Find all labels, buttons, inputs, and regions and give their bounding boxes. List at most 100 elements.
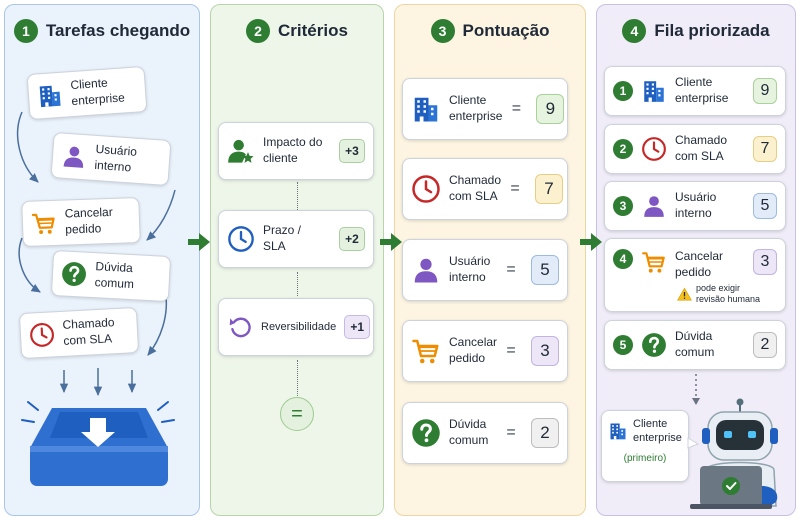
person-icon <box>411 255 441 285</box>
criterion-card: Impacto do cliente +3 <box>218 122 374 180</box>
task-card: Chamado com SLA <box>18 306 140 360</box>
review-note: pode exigir revisão humana <box>677 283 760 306</box>
queue-item: 4 Cancelar pedido 3 pode exigir revisão … <box>604 238 786 312</box>
score-value: 2 <box>531 418 559 448</box>
task-label: Cancelar pedido <box>64 205 113 237</box>
task-card: Cliente enterprise <box>26 65 148 121</box>
building-icon <box>608 421 628 441</box>
shopping-cart-icon <box>641 249 667 275</box>
score-value: 5 <box>531 255 559 285</box>
clock-icon <box>227 225 255 253</box>
task-card: Dúvida comum <box>50 249 172 303</box>
task-card: Usuário interno <box>50 131 172 187</box>
queue-label: Cancelar pedido <box>675 249 724 279</box>
rank-badge: 4 <box>613 249 633 269</box>
equals-sign: = <box>506 424 516 441</box>
connector-dots <box>297 272 298 296</box>
equals-sign: = <box>511 100 522 117</box>
queue-label: Dúvida comum <box>675 329 715 359</box>
arrow-right-icon <box>580 233 602 251</box>
rank-badge: 1 <box>613 81 633 101</box>
connector-dots <box>297 182 298 210</box>
building-icon <box>641 78 667 104</box>
score-value: 7 <box>535 174 564 204</box>
incoming-flow-arrows <box>16 111 176 486</box>
queue-item: 2 Chamado com SLA 7 <box>604 124 786 174</box>
equals-sign: = <box>510 180 520 197</box>
arrow-right-icon <box>380 233 402 251</box>
score-card: Dúvida comum = 2 <box>402 402 568 464</box>
person-icon <box>60 143 88 171</box>
shopping-cart-icon <box>31 210 58 237</box>
score-card: Cliente enterprise = 9 <box>402 78 568 140</box>
clock-icon <box>641 136 667 162</box>
panel-header: 2 Critérios <box>211 19 383 43</box>
score-label: Cancelar pedido <box>449 335 498 365</box>
equals-sign: = <box>506 342 516 359</box>
connector-dots <box>297 360 298 396</box>
score-value: 5 <box>753 193 777 219</box>
task-card: Cancelar pedido <box>21 196 141 248</box>
criterion-label: Impacto do cliente <box>263 135 323 165</box>
panel-title: Fila priorizada <box>654 21 770 40</box>
score-value: 3 <box>753 249 777 275</box>
panel-header: 4 Fila priorizada <box>597 19 795 43</box>
question-circle-icon <box>641 332 667 358</box>
bubble-row: Cliente enterprise <box>608 417 682 446</box>
step-number-badge: 4 <box>622 19 647 43</box>
criterion-card: Reversibilidade +1 <box>218 298 374 356</box>
inbox-tray-icon <box>21 401 175 486</box>
score-label: Cliente enterprise <box>449 93 503 123</box>
criterion-label: Reversibilidade <box>261 320 337 333</box>
weight-badge: +1 <box>344 315 371 339</box>
queue-label: Cliente enterprise <box>675 75 729 105</box>
step-number-badge: 1 <box>13 19 38 43</box>
score-label: Dúvida comum <box>449 417 489 447</box>
task-label: Dúvida comum <box>94 259 135 292</box>
clock-icon <box>28 321 55 348</box>
weight-badge: +3 <box>339 139 365 163</box>
criterion-card: Prazo / SLA +2 <box>218 210 374 268</box>
building-icon <box>36 82 64 110</box>
sum-equals-circle: = <box>280 397 314 431</box>
queue-item: 5 Dúvida comum 2 <box>604 320 786 370</box>
queue-item: 3 Usuário interno 5 <box>604 181 786 231</box>
rank-badge: 5 <box>613 335 633 355</box>
panel-header: 3 Pontuação <box>395 19 585 43</box>
agent-speech-bubble: Cliente enterprise (primeiro) <box>601 410 689 482</box>
criterion-label: Prazo / SLA <box>263 223 302 253</box>
queue-label: Chamado com SLA <box>675 133 728 163</box>
task-label: Usuário interno <box>94 142 138 175</box>
panel-title: Pontuação <box>462 21 550 40</box>
step-number-badge: 3 <box>430 19 455 43</box>
panel-title: Critérios <box>278 21 348 40</box>
warning-icon <box>677 287 692 302</box>
score-value: 2 <box>753 332 777 358</box>
task-label: Chamado com SLA <box>62 315 115 348</box>
bubble-sub: (primeiro) <box>623 452 667 464</box>
shopping-cart-icon <box>411 336 441 366</box>
score-card: Cancelar pedido = 3 <box>402 320 568 382</box>
score-value: 7 <box>753 136 777 162</box>
person-star-icon <box>227 137 255 165</box>
score-label: Usuário interno <box>449 254 491 284</box>
arrow-right-icon <box>188 233 210 251</box>
rank-badge: 2 <box>613 139 633 159</box>
score-value: 9 <box>753 78 777 104</box>
queue-label: Usuário interno <box>675 190 717 220</box>
question-circle-icon <box>60 260 87 287</box>
panel-title: Tarefas chegando <box>45 21 191 40</box>
undo-arrow-icon <box>227 314 253 340</box>
building-icon <box>411 94 441 124</box>
task-label: Cliente enterprise <box>69 75 126 109</box>
score-card: Chamado com SLA = 7 <box>402 158 568 220</box>
weight-badge: +2 <box>339 227 365 251</box>
score-label: Chamado com SLA <box>449 173 502 203</box>
review-note-text: pode exigir revisão humana <box>696 283 761 305</box>
person-icon <box>641 193 667 219</box>
panel-header: 1 Tarefas chegando <box>5 19 199 43</box>
bubble-label: Cliente enterprise <box>633 418 682 445</box>
score-card: Usuário interno = 5 <box>402 239 568 301</box>
queue-item: 1 Cliente enterprise 9 <box>604 66 786 116</box>
clock-icon <box>411 174 441 204</box>
